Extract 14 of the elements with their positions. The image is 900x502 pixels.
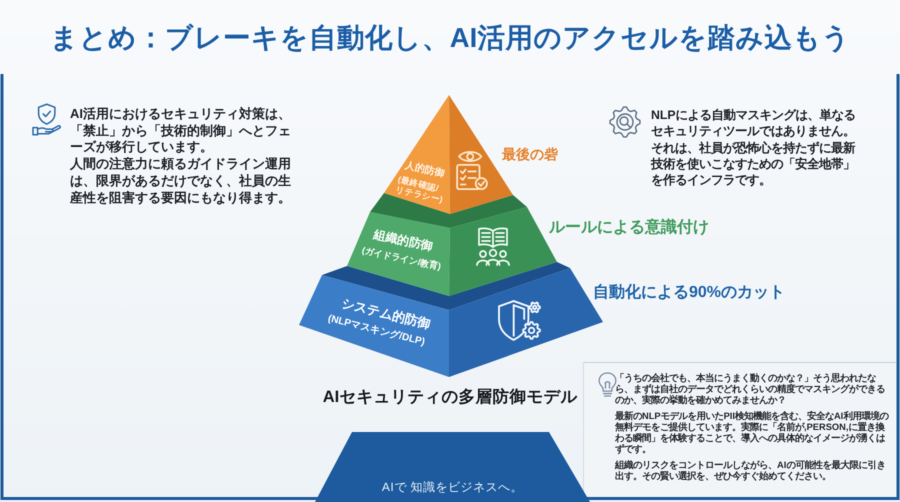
title: まとめ：ブレーキを自動化し、AI活用のアクセルを踏み込もう (50, 21, 850, 55)
trapezoid-banner (315, 432, 590, 502)
layer-caption: 自動化による90%のカット (593, 283, 786, 303)
paragraph: 組織のリスクをコントロールしながら、AIの可能性を最大限に引き出す。その賢い選択を、ぜひ今すぐ始めてください。 (615, 460, 886, 482)
layer-caption: ルールによる意識付け (549, 218, 709, 238)
paragraph: 最新のNLPモデルを用いたPII検知機能を含む、安全なAI利用環境の無料デモをご提供しています。実際に「名前が,PERSON,に置き換わる瞬間」を体験することで、導入への具体的なイメージが湧くはずです。 (615, 411, 890, 455)
caption: AIセキュリティの多層防御モデル (322, 386, 578, 408)
layer-caption: 最後の砦 (502, 145, 558, 164)
paragraph: NLPによる自動マスキングは、単なるセキュリティツールではありません。それは、社員が恐怖心を持たずに最新技術を使いこなすための「安全地帯」を作るインフラです。 (651, 107, 857, 188)
paragraph: 人間の注意力に頼るガイドライン運用は、限界があるだけでなく、社員の生産性を阻害する要因にもなり得ます。 (70, 156, 292, 206)
callout-box (583, 362, 896, 496)
tagline: AIで 知識をビジネスへ。 (382, 480, 524, 495)
paragraph: AI活用におけるセキュリティ対策は、「禁止」から「技術的制御」へとフェーズが移行しています。 (70, 106, 292, 156)
paragraph: 「うちの会社でも、本当にうまく動くのかな？」そう思われたなら、まずは自社のデータでどれくらいの精度でマスキングができるのか、実際の挙動を確かめてみませんか？ (615, 373, 886, 406)
